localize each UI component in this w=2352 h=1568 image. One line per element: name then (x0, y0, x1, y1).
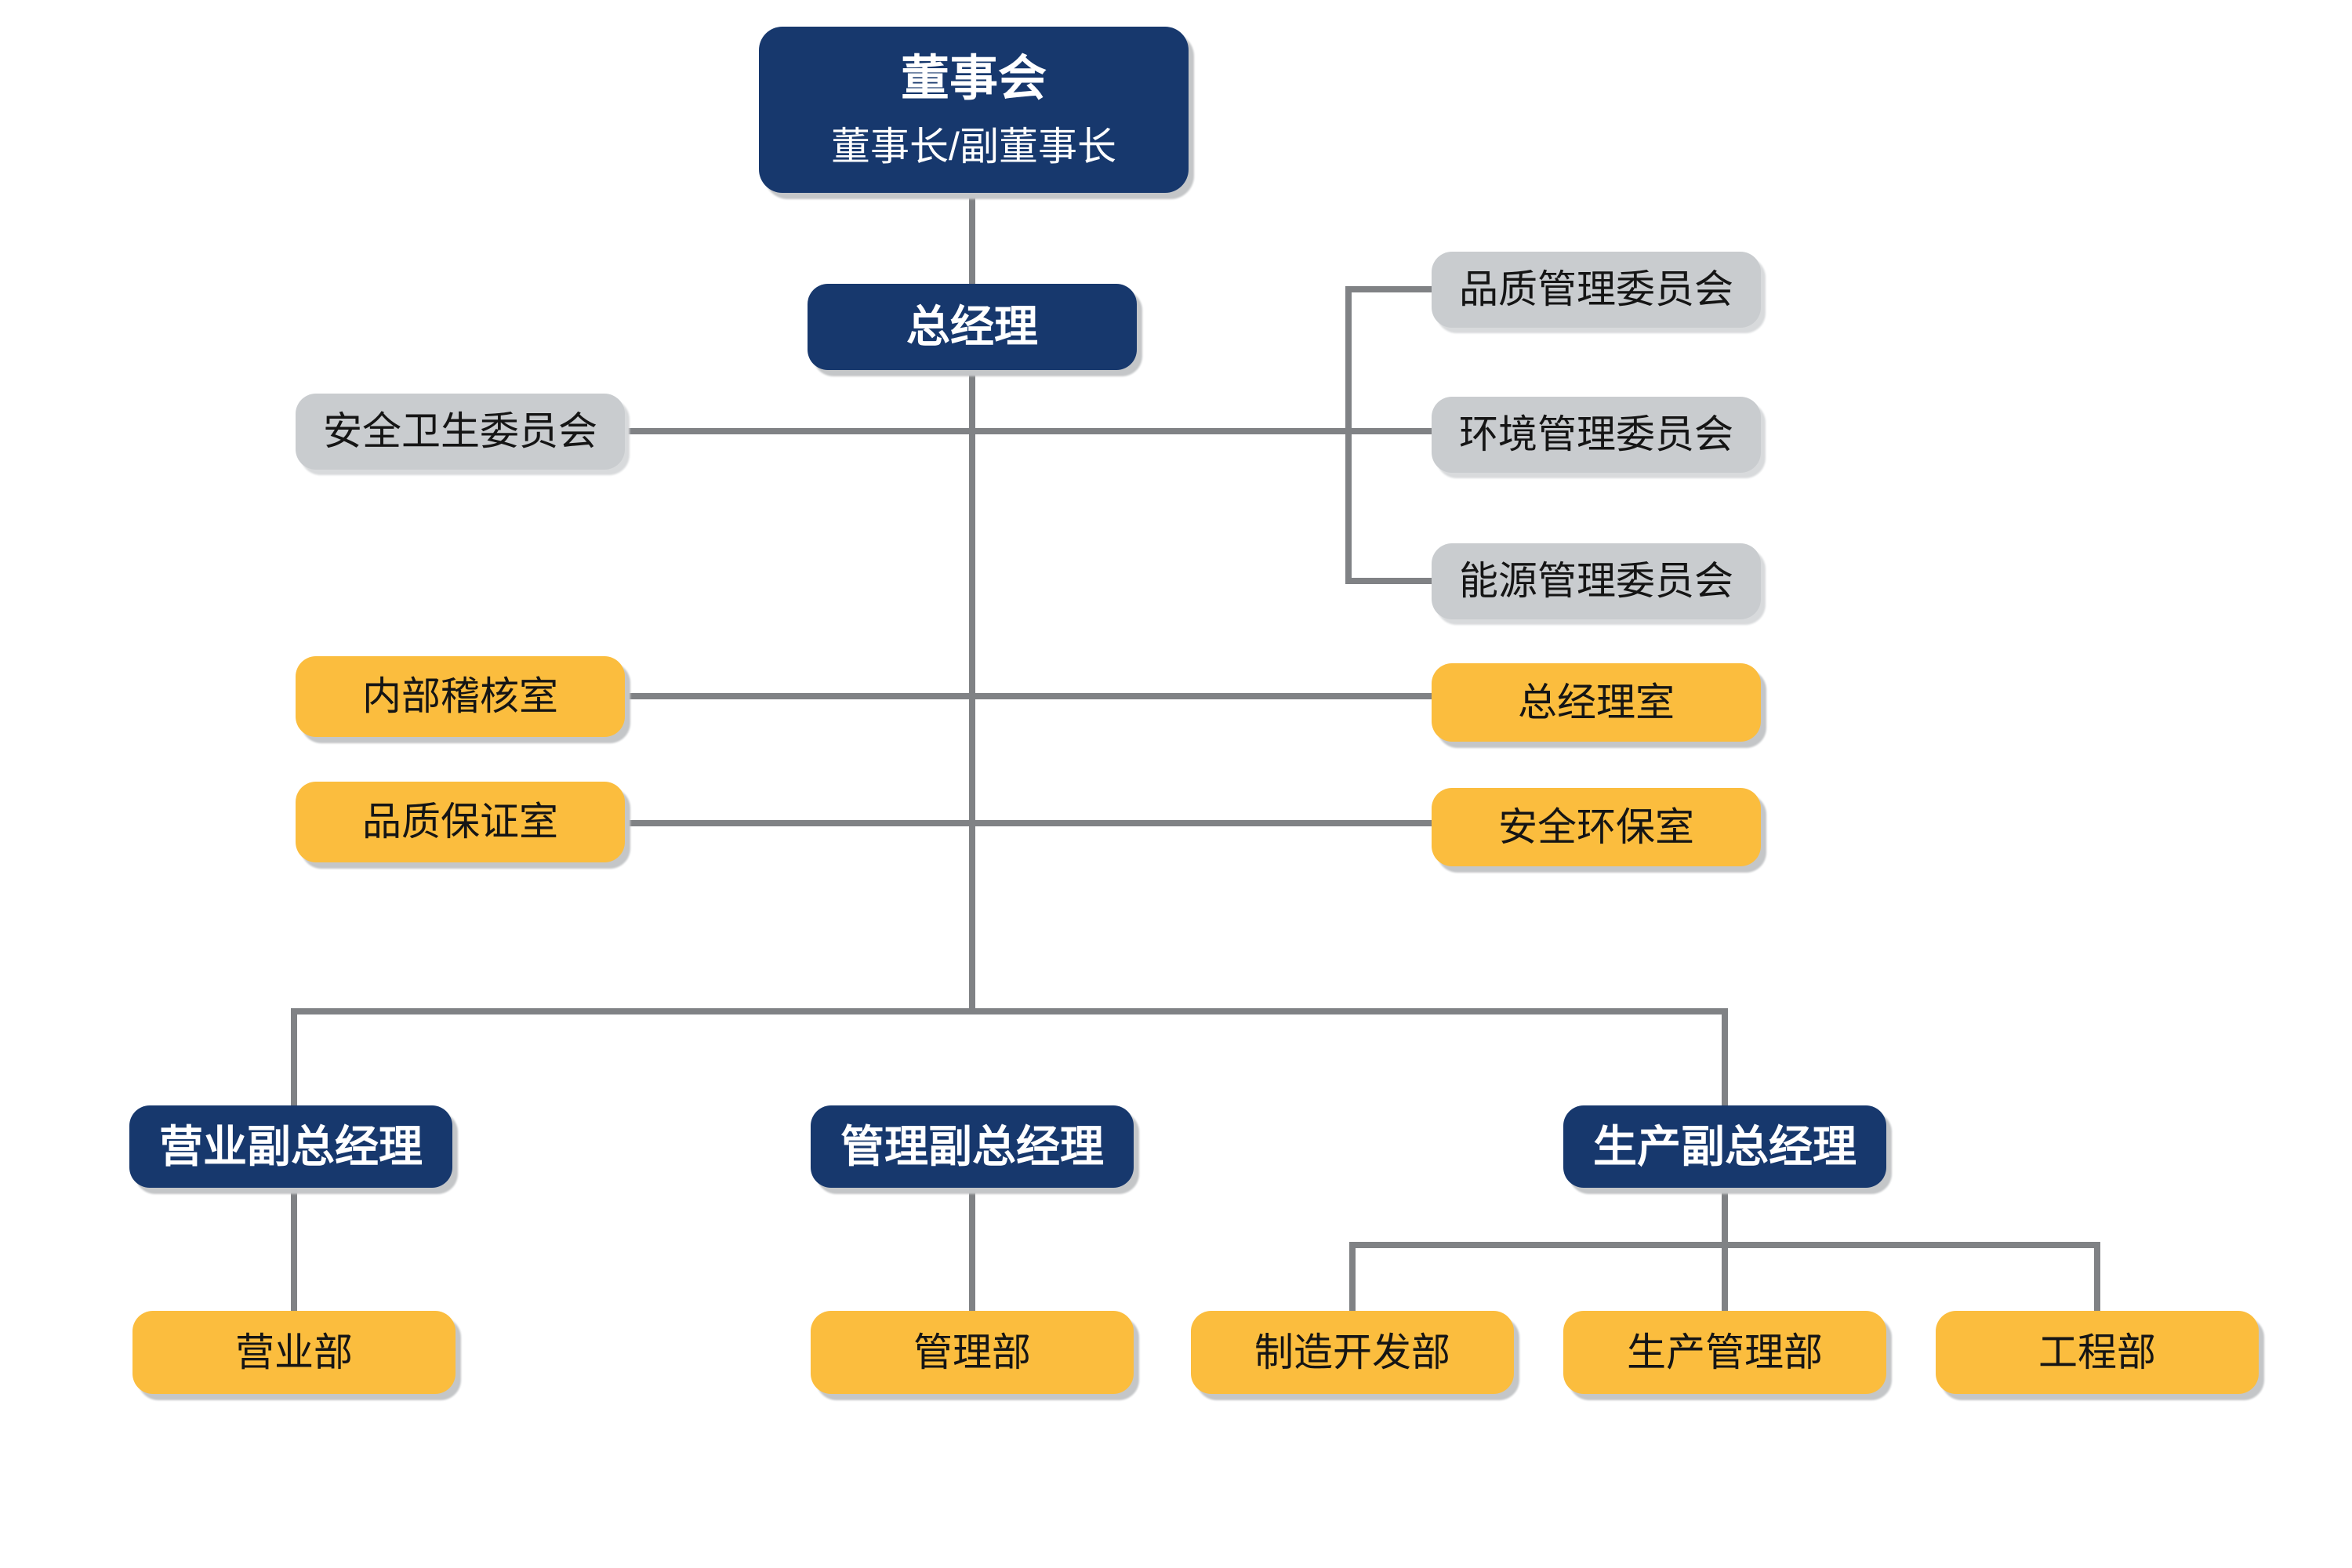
node-production-vgm: 生产副总经理 (1563, 1105, 1886, 1188)
board-subtitle: 董事长/副董事长 (831, 124, 1116, 169)
connector-drop-sales-vgm (291, 1008, 297, 1107)
mfg-dev-dept-label: 制造开发部 (1254, 1330, 1450, 1374)
prod-mgmt-dept-label: 生产管理部 (1627, 1330, 1823, 1374)
connector-vgm-split (291, 1008, 1728, 1014)
node-sales-dept: 营业部 (132, 1311, 456, 1394)
sales-vgm-label: 营业副总经理 (159, 1121, 423, 1171)
node-general-manager: 总经理 (808, 284, 1137, 370)
internal-audit-office-label: 内部稽核室 (362, 674, 558, 719)
node-admin-vgm: 管理副总经理 (811, 1105, 1134, 1188)
admin-vgm-label: 管理副总经理 (840, 1121, 1104, 1171)
connector-drop-production-vgm (1722, 1008, 1728, 1107)
gm-office-label: 总经理室 (1518, 680, 1675, 724)
connector-quality-stub (1345, 286, 1433, 292)
general-manager-label: 总经理 (906, 302, 1038, 351)
connector-drop-engineering (2094, 1242, 2100, 1314)
node-safety-health-committee: 安全卫生委员会 (296, 394, 625, 470)
node-engineering-dept: 工程部 (1936, 1311, 2259, 1394)
node-board: 董事会 董事长/副董事长 (759, 27, 1189, 193)
connector-committee-row (623, 428, 1433, 434)
node-quality-committee: 品质管理委员会 (1432, 252, 1761, 328)
connector-production-split (1349, 1242, 2100, 1248)
node-safety-env-office: 安全环保室 (1432, 788, 1761, 866)
sales-dept-label: 营业部 (235, 1330, 353, 1374)
node-admin-dept: 管理部 (811, 1311, 1134, 1394)
node-sales-vgm: 营业副总经理 (129, 1105, 452, 1188)
connector-admin-dept (969, 1186, 975, 1313)
connector-board-gm (969, 191, 975, 286)
production-vgm-label: 生产副总经理 (1593, 1121, 1857, 1171)
node-quality-assurance-office: 品质保证室 (296, 782, 625, 862)
engineering-dept-label: 工程部 (2038, 1330, 2156, 1374)
quality-committee-label: 品质管理委员会 (1459, 267, 1733, 312)
connector-sales-dept (291, 1186, 297, 1313)
safety-health-committee-label: 安全卫生委员会 (323, 409, 597, 454)
connector-drop-mfg-dev (1349, 1242, 1356, 1314)
admin-dept-label: 管理部 (913, 1330, 1031, 1374)
connector-committee-spine (1345, 286, 1352, 584)
safety-env-office-label: 安全环保室 (1498, 804, 1694, 849)
node-gm-office: 总经理室 (1432, 663, 1761, 742)
environment-committee-label: 环境管理委员会 (1459, 412, 1733, 457)
node-prod-mgmt-dept: 生产管理部 (1563, 1311, 1886, 1394)
connector-central-spine (969, 368, 975, 1014)
node-mfg-dev-dept: 制造开发部 (1191, 1311, 1514, 1394)
energy-committee-label: 能源管理委员会 (1459, 559, 1733, 604)
quality-assurance-office-label: 品质保证室 (362, 800, 558, 844)
connector-office-row-2 (623, 820, 1433, 826)
node-energy-committee: 能源管理委员会 (1432, 543, 1761, 619)
board-title: 董事会 (900, 52, 1047, 106)
connector-production-stem (1722, 1186, 1728, 1313)
connector-energy-stub (1345, 578, 1433, 584)
node-internal-audit-office: 内部稽核室 (296, 656, 625, 737)
node-environment-committee: 环境管理委员会 (1432, 397, 1761, 473)
connector-office-row-1 (623, 693, 1433, 699)
